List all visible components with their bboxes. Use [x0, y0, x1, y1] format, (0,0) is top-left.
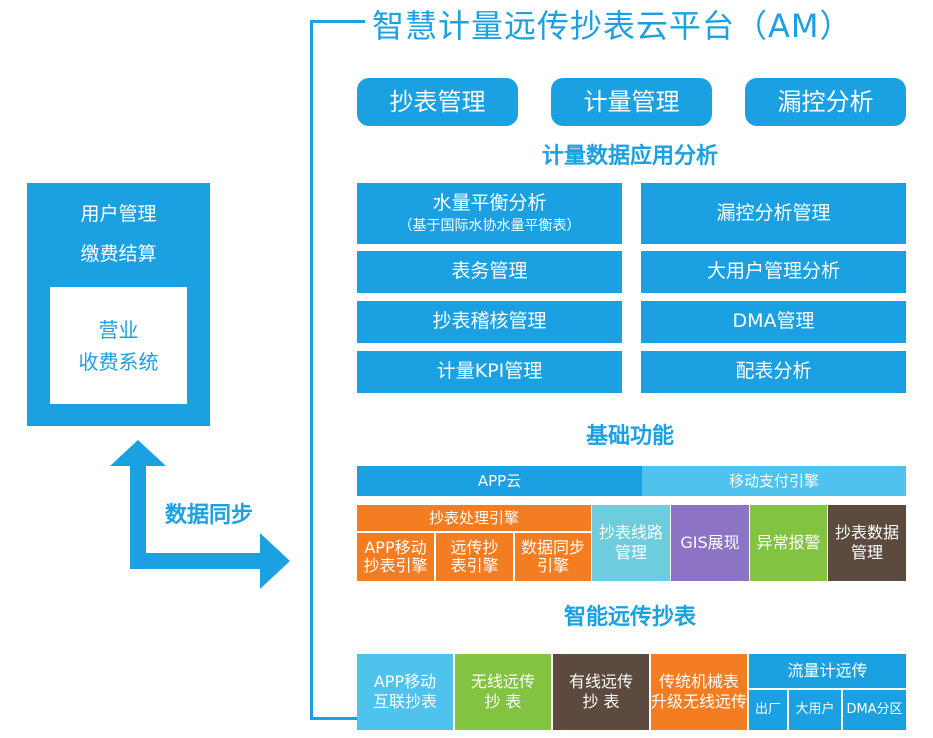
system-line-user-management: 用户管理 — [80, 203, 157, 226]
payment-engine-bar[interactable]: 移动支付引擎 — [642, 466, 906, 496]
analysis-item-large-user[interactable]: 大用户管理分析 — [641, 251, 906, 293]
analysis-item-water-balance[interactable]: 水量平衡分析 （基于国际水协水量平衡表） — [357, 183, 622, 244]
sync-label: 数据同步 — [165, 503, 254, 528]
arrow-shaft-horizontal — [130, 553, 265, 569]
analysis-item-meter-service[interactable]: 表务管理 — [357, 251, 622, 293]
module-route-management[interactable]: 抄表线路 管理 — [592, 505, 670, 581]
tab-leak-control[interactable]: 漏控分析 — [745, 78, 906, 126]
processing-engine-header[interactable]: 抄表处理引擎 — [357, 505, 591, 531]
analysis-item-sub: （基于国际水协水量平衡表） — [398, 217, 581, 234]
smart-upgrade[interactable]: 传统机械表 升级无线远传 — [651, 654, 747, 730]
tab-meter-reading[interactable]: 抄表管理 — [357, 78, 518, 126]
module-reading-data[interactable]: 抄表数据 管理 — [828, 505, 906, 581]
engine-data-sync[interactable]: 数据同步 引擎 — [515, 533, 591, 581]
arrow-shaft-vertical — [130, 465, 146, 569]
arrow-right-head — [260, 533, 290, 589]
flow-large-user[interactable]: 大用户 — [789, 690, 841, 730]
analysis-item-kpi[interactable]: 计量KPI管理 — [357, 351, 622, 393]
bracket-vertical-line — [310, 20, 313, 720]
basic-heading: 基础功能 — [585, 424, 674, 450]
engine-remote-reading[interactable]: 远传抄 表引擎 — [436, 533, 513, 581]
analysis-heading: 计量数据应用分析 — [541, 144, 718, 170]
analysis-item-dma[interactable]: DMA管理 — [641, 301, 906, 343]
engine-app-mobile[interactable]: APP移动 抄表引擎 — [357, 533, 434, 581]
billing-system-panel[interactable]: 用户管理 缴费结算 营业 收费系统 — [27, 183, 210, 426]
smart-heading: 智能远传抄表 — [563, 605, 696, 631]
business-billing-system: 营业 收费系统 — [50, 287, 187, 404]
smart-wireless[interactable]: 无线远传 抄 表 — [455, 654, 551, 730]
flow-factory[interactable]: 出厂 — [749, 690, 787, 730]
flow-meter-header[interactable]: 流量计远传 — [749, 654, 906, 688]
tab-metering[interactable]: 计量管理 — [551, 78, 712, 126]
analysis-item-meter-allocation[interactable]: 配表分析 — [641, 351, 906, 393]
app-cloud-bar[interactable]: APP云 — [357, 466, 642, 496]
analysis-item-audit[interactable]: 抄表稽核管理 — [357, 301, 622, 343]
sync-arrow — [110, 440, 290, 589]
system-line-billing: 缴费结算 — [80, 243, 157, 266]
smart-app-mobile[interactable]: APP移动 互联抄表 — [357, 654, 453, 730]
analysis-item-leak-management[interactable]: 漏控分析管理 — [641, 183, 906, 244]
analysis-item-label: 水量平衡分析 — [432, 191, 547, 214]
module-gis[interactable]: GIS展现 — [671, 505, 749, 581]
platform-title: 智慧计量远传抄表云平台（AM） — [372, 7, 853, 45]
flow-dma[interactable]: DMA分区 — [843, 690, 906, 730]
module-alarm[interactable]: 异常报警 — [750, 505, 827, 581]
bracket-bottom-line — [310, 717, 357, 720]
arrow-up-head — [110, 440, 166, 466]
bracket-top-line — [310, 20, 365, 23]
smart-wired[interactable]: 有线远传 抄 表 — [553, 654, 649, 730]
